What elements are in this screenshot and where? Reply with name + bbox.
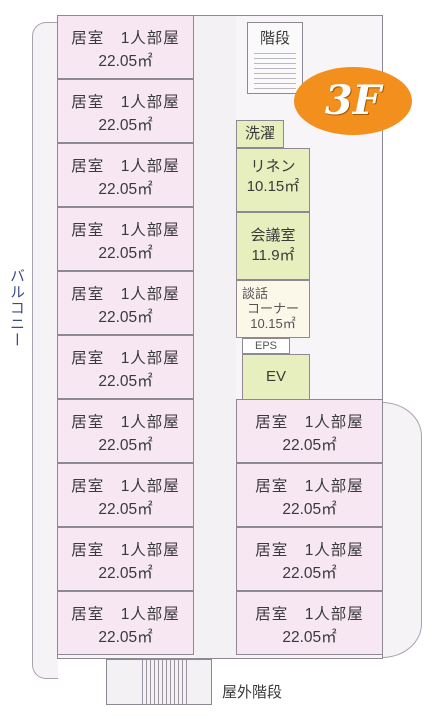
room-name: 居室 1人部屋: [255, 606, 364, 623]
room-left-6: 居室 1人部屋 22.05㎡: [57, 335, 194, 399]
meeting-area: 11.9㎡: [251, 247, 295, 264]
linen-label: リネン: [250, 158, 296, 175]
room-right-1: 居室 1人部屋 22.05㎡: [236, 399, 383, 463]
room-area: 22.05㎡: [98, 181, 153, 198]
linen-area: 10.15㎡: [246, 178, 300, 195]
room-name: 居室 1人部屋: [71, 542, 180, 559]
room-name: 居室 1人部屋: [71, 222, 180, 239]
balcony-left: [32, 22, 58, 679]
room-left-9: 居室 1人部屋 22.05㎡: [57, 527, 194, 591]
room-left-2: 居室 1人部屋 22.05㎡: [57, 79, 194, 143]
stairs-label: 階段: [259, 30, 290, 47]
room-name: 居室 1人部屋: [71, 350, 180, 367]
laundry-room: 洗濯: [236, 120, 284, 148]
outer-stair-steps: [142, 660, 188, 704]
lounge-area: 10.15㎡: [250, 316, 296, 331]
meeting-label: 会議室: [250, 227, 296, 244]
floor-badge: 3F: [294, 67, 412, 135]
room-area: 22.05㎡: [282, 501, 337, 518]
room-name: 居室 1人部屋: [71, 478, 180, 495]
room-area: 22.05㎡: [98, 53, 153, 70]
lounge-label-line2: コーナー: [246, 301, 299, 316]
room-name: 居室 1人部屋: [71, 158, 180, 175]
room-name: 居室 1人部屋: [255, 542, 364, 559]
eps-shaft: EPS: [242, 338, 290, 354]
room-name: 居室 1人部屋: [71, 414, 180, 431]
room-name: 居室 1人部屋: [71, 30, 180, 47]
room-left-4: 居室 1人部屋 22.05㎡: [57, 207, 194, 271]
corridor: [194, 16, 236, 658]
room-left-8: 居室 1人部屋 22.05㎡: [57, 463, 194, 527]
linen-room: リネン 10.15㎡: [236, 148, 310, 212]
room-area: 22.05㎡: [98, 245, 153, 262]
eps-label: EPS: [254, 340, 277, 352]
room-area: 22.05㎡: [98, 629, 153, 646]
room-area: 22.05㎡: [98, 501, 153, 518]
room-area: 22.05㎡: [98, 373, 153, 390]
room-area: 22.05㎡: [98, 437, 153, 454]
room-right-3: 居室 1人部屋 22.05㎡: [236, 527, 383, 591]
room-right-2: 居室 1人部屋 22.05㎡: [236, 463, 383, 527]
meeting-room: 会議室 11.9㎡: [236, 212, 310, 280]
room-left-1: 居室 1人部屋 22.05㎡: [57, 15, 194, 79]
room-area: 22.05㎡: [282, 437, 337, 454]
room-name: 居室 1人部屋: [255, 414, 364, 431]
stair-steps: [254, 53, 296, 93]
lounge-corner: 談話 コーナー 10.15㎡: [236, 280, 310, 338]
room-area: 22.05㎡: [98, 565, 153, 582]
room-name: 居室 1人部屋: [71, 606, 180, 623]
room-area: 22.05㎡: [98, 309, 153, 326]
balcony-label: バルコニー: [8, 268, 26, 348]
room-left-3: 居室 1人部屋 22.05㎡: [57, 143, 194, 207]
room-area: 22.05㎡: [98, 117, 153, 134]
balcony-right: [382, 402, 422, 658]
room-name: 居室 1人部屋: [255, 478, 364, 495]
laundry-label: 洗濯: [244, 125, 275, 142]
outer-stairs-label: 屋外階段: [222, 684, 283, 701]
room-name: 居室 1人部屋: [71, 286, 180, 303]
room-left-7: 居室 1人部屋 22.05㎡: [57, 399, 194, 463]
room-left-10: 居室 1人部屋 22.05㎡: [57, 591, 194, 655]
lounge-label-line1: 談話: [242, 286, 269, 301]
room-name: 居室 1人部屋: [71, 94, 180, 111]
ev-label: EV: [265, 368, 286, 385]
elevator: EV: [242, 354, 310, 400]
room-left-5: 居室 1人部屋 22.05㎡: [57, 271, 194, 335]
room-right-4: 居室 1人部屋 22.05㎡: [236, 591, 383, 655]
room-area: 22.05㎡: [282, 565, 337, 582]
interior-stairs: 階段: [247, 22, 303, 94]
room-area: 22.05㎡: [282, 629, 337, 646]
